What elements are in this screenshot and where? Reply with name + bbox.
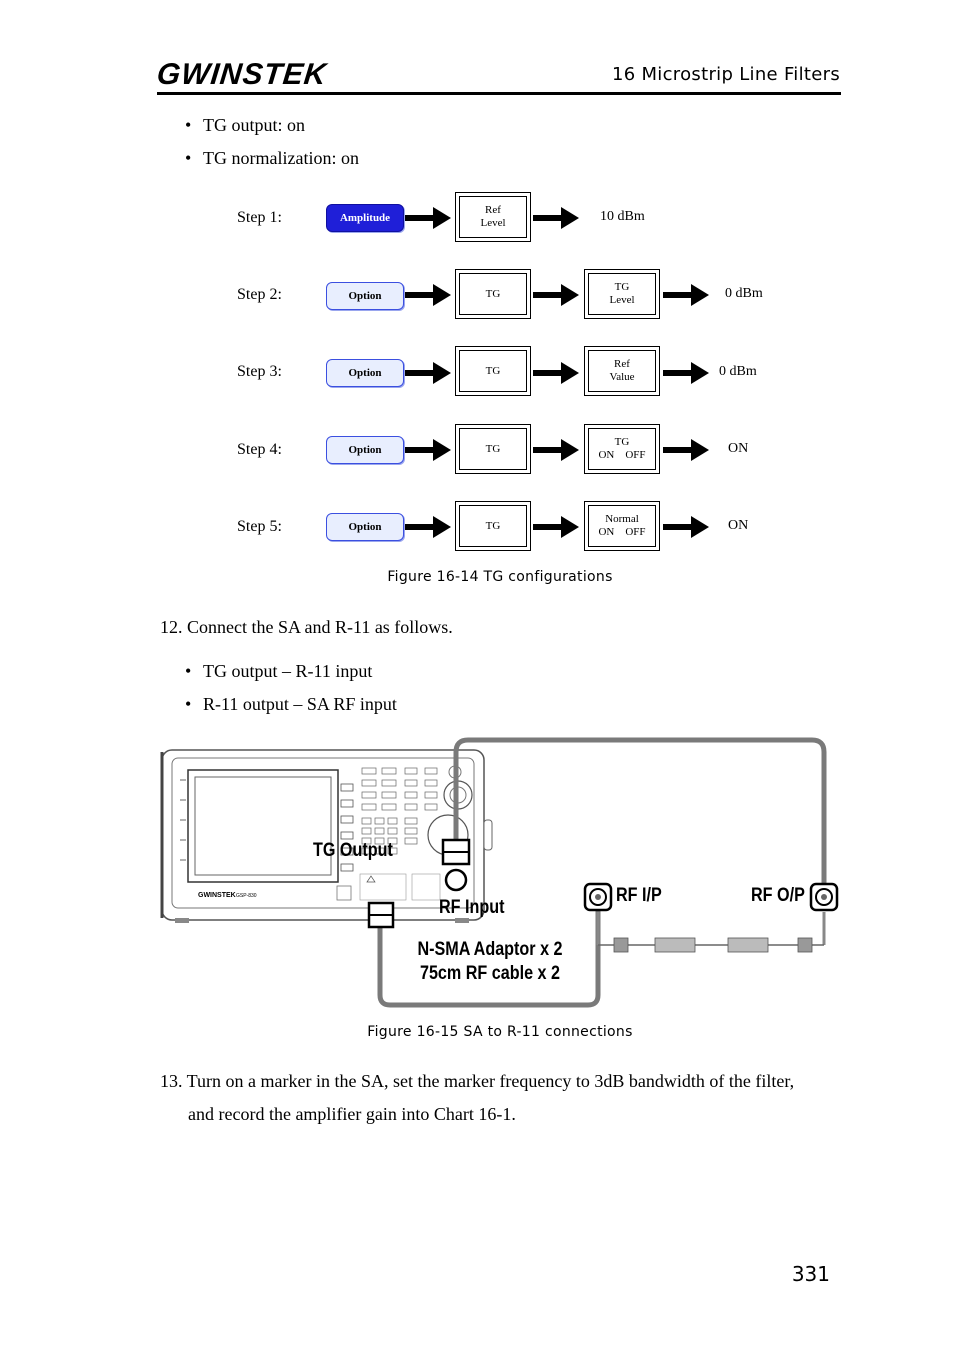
bullet-text: TG normalization: on — [203, 148, 359, 168]
rf-input-label: RF Input — [439, 897, 505, 918]
step-value: ON — [728, 441, 749, 456]
step-value: 0 dBm — [719, 364, 757, 379]
option-key[interactable]: Option — [326, 513, 404, 541]
step-label: Step 1: — [237, 209, 282, 226]
r11-board-illustration — [596, 912, 826, 953]
softkey-label: TG ON OFF — [598, 436, 646, 461]
bullet-item: •TG normalization: on — [185, 148, 359, 168]
chapter-title: 16 Microstrip Line Filters — [611, 64, 840, 85]
step-13-line-1: 13. Turn on a marker in the SA, set the … — [160, 1071, 795, 1091]
step-value: 0 dBm — [725, 286, 763, 301]
rf-op-label: RF O/P — [751, 885, 805, 906]
softkey-tg[interactable]: TG — [455, 269, 531, 319]
adaptor-line-1: N-SMA Adaptor x 2 — [417, 939, 563, 960]
softkey-ref-value[interactable]: Ref Value — [584, 346, 660, 396]
softkey-tg-level[interactable]: TG Level — [584, 269, 660, 319]
adaptor-note: N-SMA Adaptor x 2 75cm RF cable x 2 — [405, 938, 575, 986]
softkey-label: Normal ON OFF — [598, 513, 646, 538]
softkey-tg[interactable]: TG — [455, 346, 531, 396]
header-rule — [157, 92, 841, 95]
softkey-label: TG — [485, 287, 501, 300]
softkey-label: Ref Value — [609, 358, 635, 383]
step-value: ON — [728, 518, 749, 533]
rf-cable-tg-to-rfop — [453, 737, 827, 895]
tg-output-label: TG Output — [313, 840, 393, 861]
softkey-label: TG Level — [609, 281, 635, 306]
step-label: Step 5: — [237, 518, 282, 535]
amplitude-key[interactable]: Amplitude — [326, 204, 404, 232]
device-model: GSP-830 — [236, 893, 257, 899]
step-label: Step 4: — [237, 441, 282, 458]
step-label: Step 2: — [237, 286, 282, 303]
figure-caption: Figure 16-15 SA to R-11 connections — [367, 1024, 633, 1040]
step-12-text: 12. Connect the SA and R-11 as follows. — [160, 617, 453, 637]
filter-component-icon — [727, 937, 769, 953]
spectrum-analyzer-illustration: GWINSTEK GSP-830 — [160, 749, 493, 923]
bullet-item: •TG output: on — [185, 115, 305, 135]
bullet-text: R-11 output – SA RF input — [203, 694, 397, 714]
option-key[interactable]: Option — [326, 359, 404, 387]
rf-input-connector-icon — [444, 868, 468, 892]
adaptor-line-2: 75cm RF cable x 2 — [419, 963, 561, 984]
step-13-line-2: and record the amplifier gain into Chart… — [188, 1104, 516, 1124]
softkey-tg-on-off[interactable]: TG ON OFF — [584, 424, 660, 474]
option-key[interactable]: Option — [326, 282, 404, 310]
softkey-label: Ref Level — [480, 204, 506, 229]
filter-component-icon — [654, 937, 696, 953]
softkey-label: TG — [485, 364, 501, 377]
option-key[interactable]: Option — [326, 436, 404, 464]
softkey-ref-level[interactable]: Ref Level — [455, 192, 531, 242]
figure-caption: Figure 16-14 TG configurations — [387, 569, 613, 585]
softkey-label: TG — [485, 442, 501, 455]
bullet-item: •TG output – R-11 input — [185, 661, 373, 681]
rf-ip-label: RF I/P — [616, 885, 662, 906]
step-value: 10 dBm — [600, 209, 645, 224]
connection-diagram: GWINSTEK GSP-830 — [160, 737, 839, 1008]
bullet-text: TG output – R-11 input — [203, 661, 373, 681]
device-brand: GWINSTEK — [198, 892, 236, 899]
softkey-label: TG — [485, 519, 501, 532]
bullet-item: •R-11 output – SA RF input — [185, 694, 397, 714]
softkey-tg[interactable]: TG — [455, 424, 531, 474]
bullet-text: TG output: on — [203, 115, 305, 135]
step-label: Step 3: — [237, 363, 282, 380]
softkey-normal-on-off[interactable]: Normal ON OFF — [584, 501, 660, 551]
page-number: 331 — [791, 1262, 830, 1286]
softkey-tg[interactable]: TG — [455, 501, 531, 551]
rf-cable-rfin-to-rfip — [377, 900, 601, 1008]
